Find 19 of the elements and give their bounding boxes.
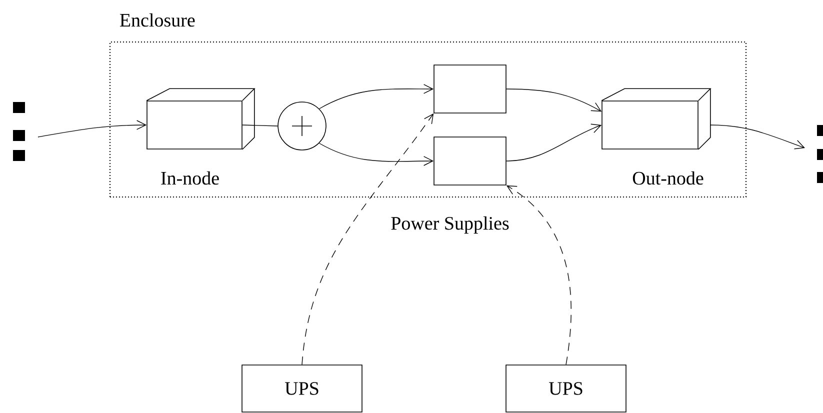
arrow (506, 88, 602, 112)
box: UPS (506, 364, 626, 412)
node-label: Out-node (632, 171, 704, 185)
circle-node (278, 102, 326, 150)
arrow (38, 120, 147, 138)
arrow (506, 185, 572, 365)
arrow (302, 113, 434, 365)
empty-box (434, 64, 506, 114)
cube-block: Out-node (601, 88, 712, 185)
empty-box (434, 136, 506, 186)
arrow (318, 142, 434, 166)
cube-block: In-node (146, 88, 256, 185)
node-label: Enclosure (120, 13, 195, 27)
node-label: In-node (161, 171, 219, 185)
arrow (318, 84, 434, 110)
box: UPS (242, 364, 362, 412)
arrow (506, 124, 602, 162)
group-label: Power Supplies (390, 215, 510, 235)
arrow (710, 124, 805, 150)
